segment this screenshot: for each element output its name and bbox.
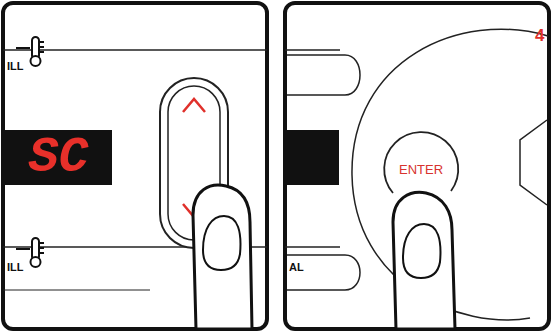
node-text: ENTER <box>399 162 443 177</box>
button-outline <box>287 255 360 290</box>
finger <box>393 192 455 329</box>
panel-line <box>3 290 150 291</box>
node-text: SC <box>28 129 88 186</box>
mode-label: ILL <box>7 261 24 273</box>
panel-frame <box>285 3 549 329</box>
button-outline <box>384 132 458 193</box>
fingernail <box>403 224 440 278</box>
display-panel <box>287 130 339 185</box>
panel-frame <box>3 3 267 329</box>
mode-label: ILL <box>7 60 24 72</box>
enter-button: ENTER <box>383 135 459 211</box>
button-outline <box>287 55 360 95</box>
panel-line <box>285 49 340 51</box>
step-number: 4 <box>535 26 544 46</box>
panel-line <box>285 246 340 248</box>
panel-notch <box>520 120 547 205</box>
finger <box>193 185 252 329</box>
panel-line <box>3 49 267 51</box>
mode-label: AL <box>289 261 304 273</box>
up-arrow <box>183 99 205 112</box>
fingernail <box>203 216 240 270</box>
led-display: SC <box>5 130 112 185</box>
